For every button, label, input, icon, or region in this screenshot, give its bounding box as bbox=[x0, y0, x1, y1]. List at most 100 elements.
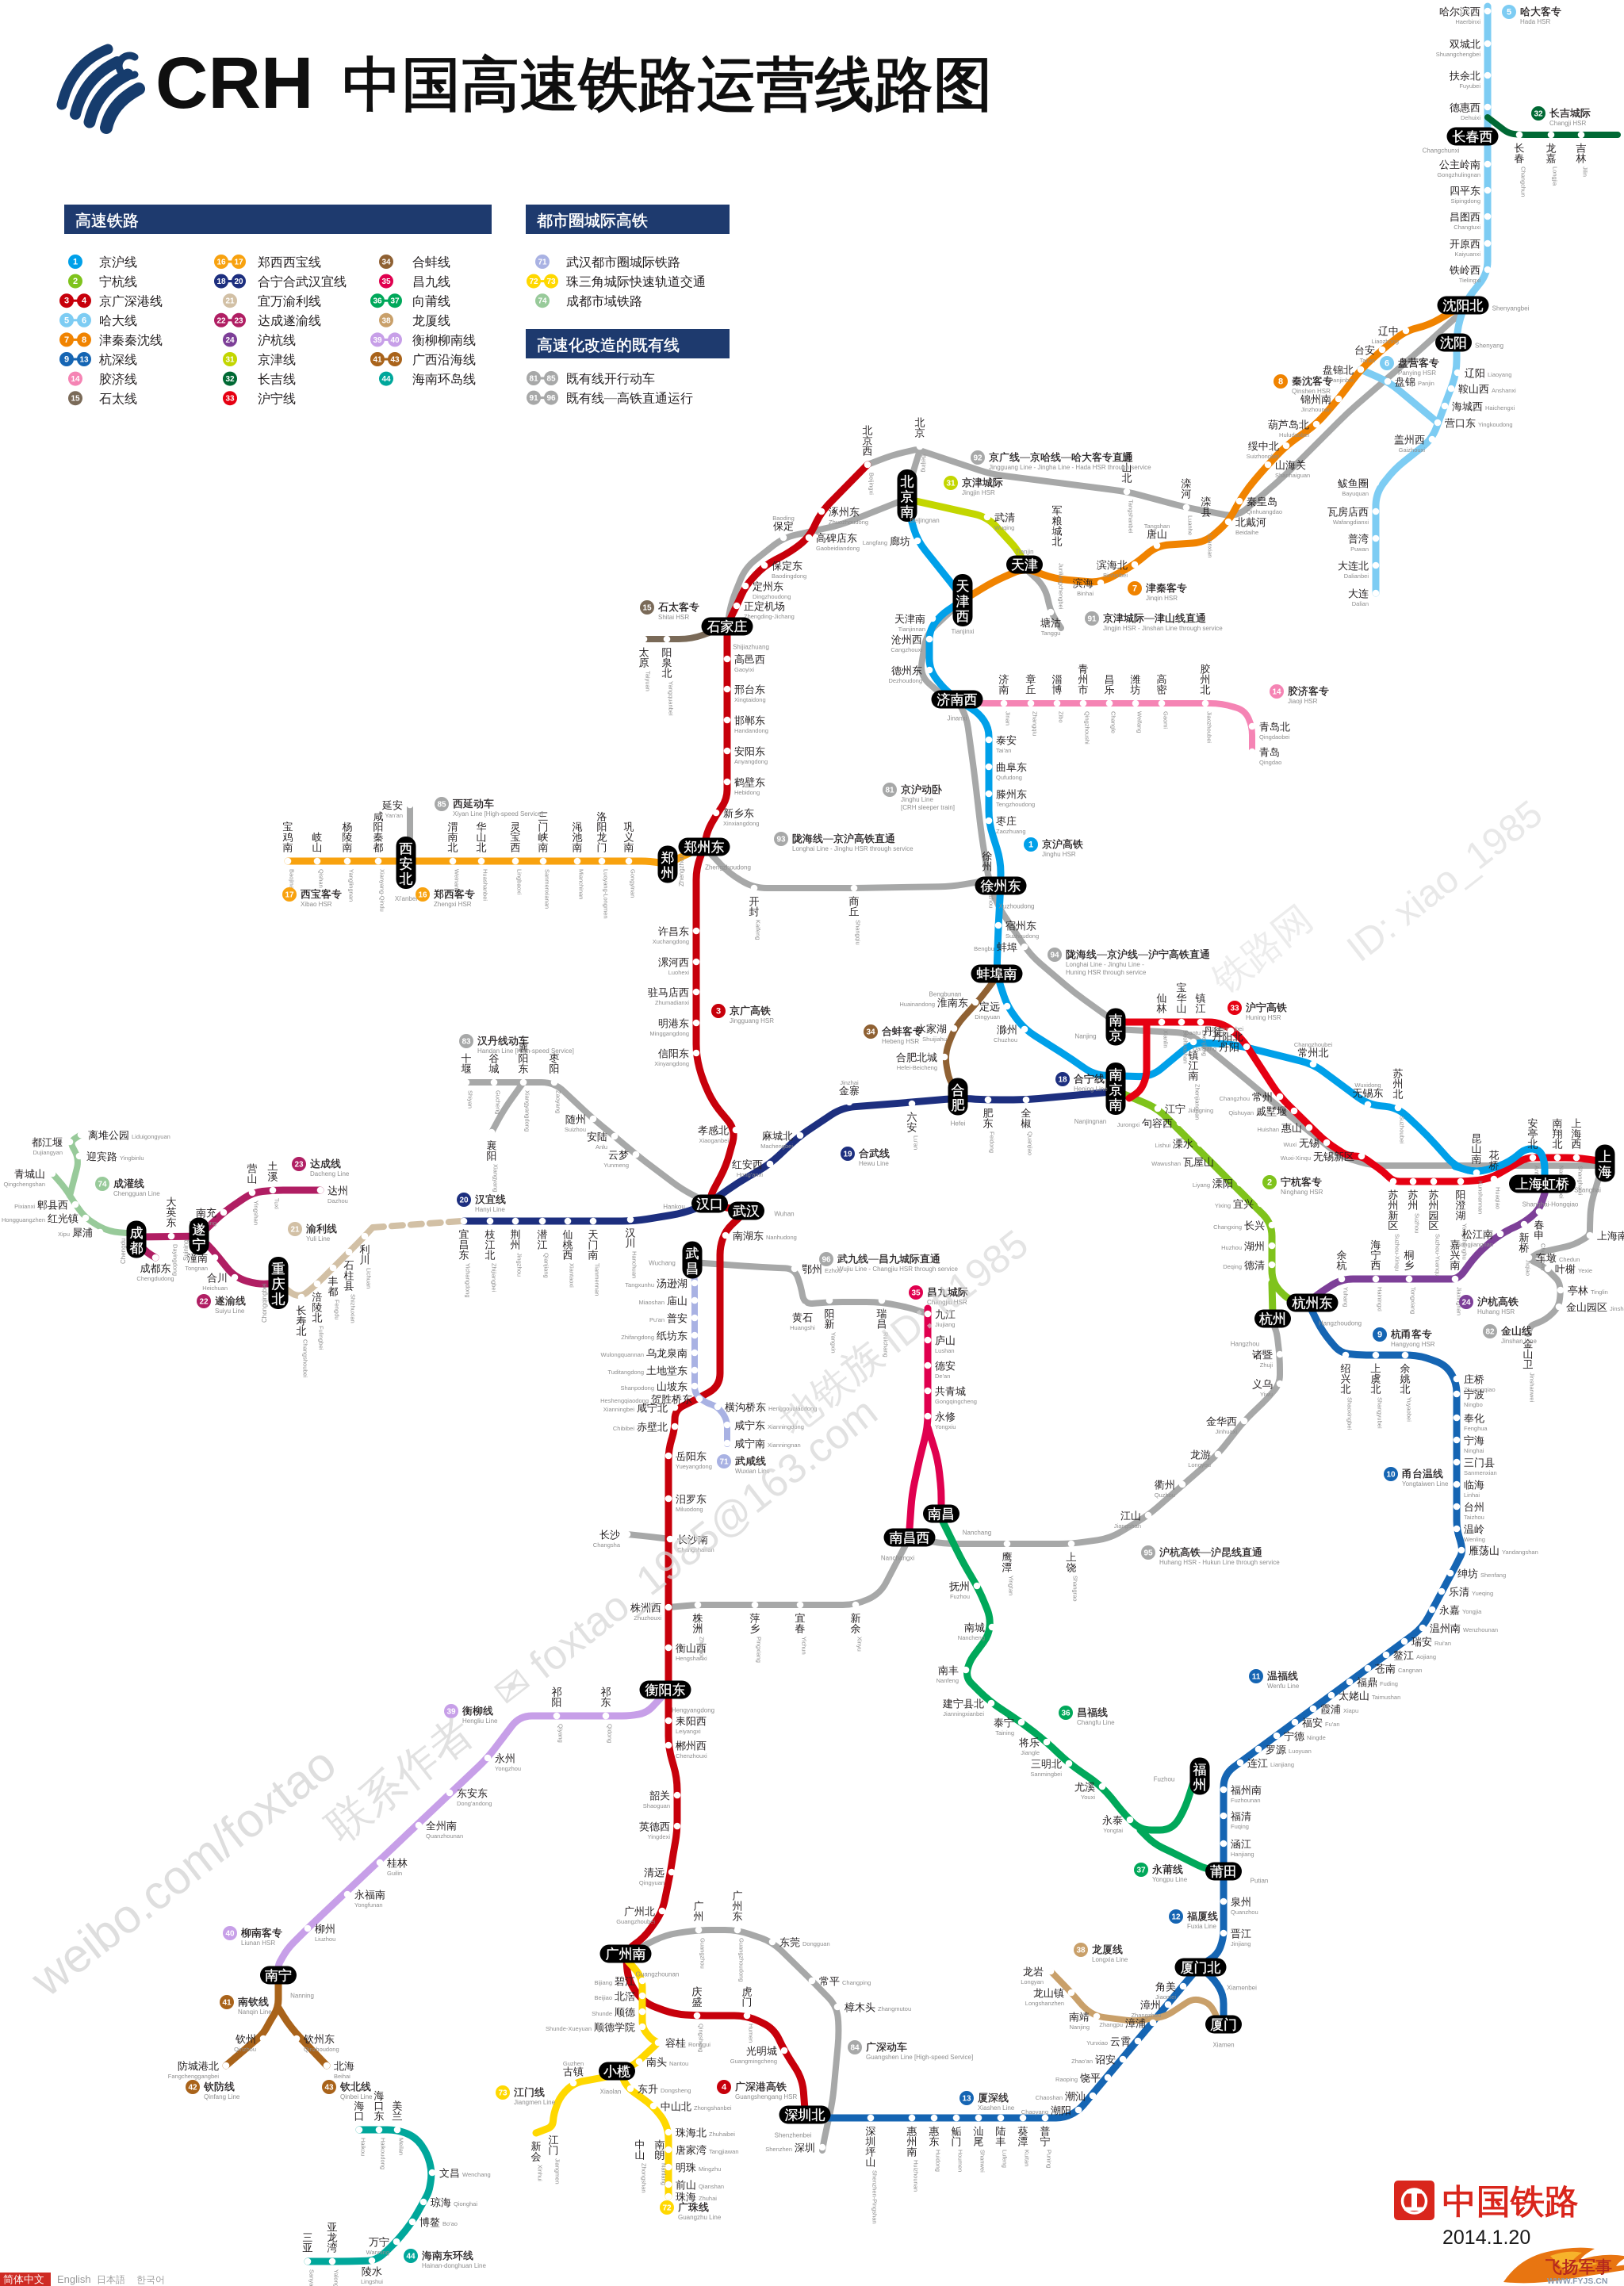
svg-text:Tianjin: Tianjin bbox=[1015, 549, 1033, 556]
svg-text:Jinjiang: Jinjiang bbox=[1231, 1940, 1251, 1947]
svg-text:Zhijiangbei: Zhijiangbei bbox=[491, 1263, 498, 1292]
svg-text:Jiaxingnan: Jiaxingnan bbox=[1456, 1287, 1463, 1315]
svg-text:Xianlin: Xianlin bbox=[1162, 1030, 1170, 1048]
svg-text:32: 32 bbox=[1534, 110, 1543, 119]
svg-text:Zaoyang: Zaoyang bbox=[555, 1090, 562, 1113]
svg-text:Haichengxi: Haichengxi bbox=[1485, 404, 1515, 412]
svg-text:Jianningxianbei: Jianningxianbei bbox=[943, 1710, 984, 1717]
svg-text:Fuzhounan: Fuzhounan bbox=[1231, 1797, 1261, 1804]
svg-text:Fenghua: Fenghua bbox=[1464, 1425, 1488, 1432]
svg-text:Bijiang: Bijiang bbox=[594, 1979, 612, 1986]
svg-text:Shanwei: Shanwei bbox=[979, 2150, 986, 2173]
svg-text:Deqing: Deqing bbox=[1223, 1263, 1242, 1270]
svg-text:Ezhou: Ezhou bbox=[825, 1267, 841, 1274]
svg-text:16: 16 bbox=[216, 258, 226, 267]
svg-text:Qingzhoushi: Qingzhoushi bbox=[1084, 711, 1091, 745]
svg-text:✉ foxtao_1985@163.com: ✉ foxtao_1985@163.com bbox=[485, 1388, 887, 1716]
svg-text:Jingguang HSR: Jingguang HSR bbox=[730, 1017, 774, 1024]
svg-text:Xianyang-Qindu: Xianyang-Qindu bbox=[379, 869, 386, 912]
svg-text:35: 35 bbox=[911, 1289, 921, 1298]
svg-text:Yexie: Yexie bbox=[1578, 1267, 1592, 1274]
svg-text:Hanjiang: Hanjiang bbox=[1231, 1851, 1254, 1858]
svg-text:81: 81 bbox=[885, 787, 894, 795]
svg-text:Shunde-Xueyuan: Shunde-Xueyuan bbox=[546, 2025, 592, 2032]
svg-text:Tongnan: Tongnan bbox=[185, 1265, 208, 1272]
svg-text:Chaoyang: Chaoyang bbox=[1021, 2108, 1048, 2116]
svg-text:Wafangdianxi: Wafangdianxi bbox=[1333, 519, 1369, 526]
svg-text:Feidong: Feidong bbox=[989, 1132, 996, 1153]
svg-text:Shuangchengbei: Shuangchengbei bbox=[1436, 51, 1481, 58]
svg-text:Bengbu: Bengbu bbox=[974, 945, 994, 952]
svg-text:Beijing: Beijing bbox=[921, 454, 928, 473]
svg-text:41: 41 bbox=[222, 1999, 232, 2008]
svg-text:Changchunxi: Changchunxi bbox=[1423, 147, 1460, 155]
svg-text:Suzhou-Xinqu: Suzhou-Xinqu bbox=[1394, 1234, 1401, 1271]
svg-text:Xiaolan: Xiaolan bbox=[600, 2089, 622, 2096]
svg-text:Liyang: Liyang bbox=[1193, 1181, 1210, 1189]
svg-text:Yan'an: Yan'an bbox=[385, 812, 403, 819]
svg-text:Yangchenghu: Yangchenghu bbox=[1461, 1223, 1469, 1260]
svg-text:Yongzhou: Yongzhou bbox=[495, 1765, 521, 1772]
svg-text:Baodingdong: Baodingdong bbox=[772, 572, 806, 580]
svg-text:Zhengzhou: Zhengzhou bbox=[678, 855, 685, 886]
svg-text:36: 36 bbox=[1061, 1710, 1071, 1718]
svg-text:Chenzhouxi: Chenzhouxi bbox=[676, 1752, 707, 1759]
svg-text:15: 15 bbox=[71, 395, 80, 404]
svg-text:Anshanxi: Anshanxi bbox=[1492, 387, 1516, 394]
svg-text:Suizhou: Suizhou bbox=[565, 1126, 586, 1133]
svg-text:Shanghai-Hongqiao: Shanghai-Hongqiao bbox=[1522, 1201, 1579, 1208]
svg-text:Chengdudong: Chengdudong bbox=[136, 1275, 174, 1282]
svg-text:Heshengqiaodong: Heshengqiaodong bbox=[600, 1397, 649, 1404]
svg-text:Shangyubei: Shangyubei bbox=[1377, 1397, 1384, 1429]
svg-text:Jinshanwei: Jinshanwei bbox=[1529, 1373, 1536, 1402]
svg-text:Huaqiao: Huaqiao bbox=[1495, 1187, 1502, 1209]
svg-text:Baojinan: Baojinan bbox=[289, 869, 296, 892]
svg-text:Hefei-Beicheng: Hefei-Beicheng bbox=[897, 1064, 937, 1071]
svg-text:Meilan: Meilan bbox=[398, 2138, 405, 2155]
svg-text:31: 31 bbox=[946, 480, 956, 488]
svg-text:20: 20 bbox=[459, 1197, 469, 1205]
svg-text:Hainan-donghuan Line: Hainan-donghuan Line bbox=[422, 2262, 487, 2269]
svg-text:Changsha: Changsha bbox=[593, 1541, 621, 1549]
svg-text:31: 31 bbox=[225, 356, 235, 365]
svg-text:10: 10 bbox=[1386, 1471, 1396, 1480]
svg-text:Longshanzhen: Longshanzhen bbox=[1025, 2000, 1064, 2007]
svg-text:Dongguan: Dongguan bbox=[802, 1940, 830, 1947]
svg-text:Zhuangqiao: Zhuangqiao bbox=[1464, 1386, 1496, 1393]
svg-text:Xuzhoudong: Xuzhoudong bbox=[999, 903, 1035, 910]
svg-text:34: 34 bbox=[381, 258, 391, 267]
svg-text:Handandong: Handandong bbox=[734, 727, 768, 734]
svg-text:Ruichang: Ruichang bbox=[883, 1332, 890, 1357]
svg-text:Nanjing: Nanjing bbox=[1074, 1033, 1096, 1040]
svg-text:Huning HSR through service: Huning HSR through service bbox=[1066, 969, 1147, 976]
svg-text:Machengbei: Machengbei bbox=[760, 1143, 793, 1150]
svg-text:Yueyangdong: Yueyangdong bbox=[676, 1463, 712, 1470]
svg-text:Anyangdong: Anyangdong bbox=[734, 758, 768, 765]
svg-text:5: 5 bbox=[1507, 8, 1511, 17]
svg-text:Yanglingnan: Yanglingnan bbox=[348, 869, 355, 902]
svg-text:2: 2 bbox=[73, 277, 78, 286]
svg-text:Dayingdong: Dayingdong bbox=[172, 1244, 179, 1276]
svg-text:Taimushan: Taimushan bbox=[1372, 1694, 1400, 1701]
svg-text:Guangzhounan: Guangzhounan bbox=[636, 1971, 680, 1978]
svg-text:Jinghu HSR: Jinghu HSR bbox=[1042, 851, 1076, 858]
svg-text:Fuzhou: Fuzhou bbox=[950, 1593, 970, 1600]
svg-text:Beijingxi: Beijingxi bbox=[868, 473, 875, 495]
svg-text:Changchun: Changchun bbox=[1520, 167, 1527, 197]
svg-text:Shenfang: Shenfang bbox=[1480, 1572, 1506, 1579]
svg-text:Tangjiawan: Tangjiawan bbox=[709, 2148, 739, 2155]
svg-text:Xuzhou: Xuzhou bbox=[988, 888, 995, 908]
svg-text:Yunxiao: Yunxiao bbox=[1086, 2039, 1108, 2047]
svg-text:6: 6 bbox=[1385, 359, 1389, 369]
svg-text:Ninghai: Ninghai bbox=[1464, 1447, 1484, 1454]
svg-text:13: 13 bbox=[962, 2095, 971, 2104]
svg-text:Ningde: Ningde bbox=[1307, 1734, 1326, 1741]
svg-text:Wuxian Line: Wuxian Line bbox=[735, 1468, 770, 1475]
svg-text:17: 17 bbox=[234, 258, 243, 267]
svg-text:Tangshan: Tangshan bbox=[1144, 523, 1170, 530]
svg-text:Qishan: Qishan bbox=[318, 869, 325, 888]
svg-text:Hewu Line: Hewu Line bbox=[859, 1160, 889, 1167]
svg-text:Kaifeng: Kaifeng bbox=[755, 920, 762, 940]
svg-text:72: 72 bbox=[529, 278, 538, 286]
svg-text:Yingshan: Yingshan bbox=[253, 1200, 260, 1225]
